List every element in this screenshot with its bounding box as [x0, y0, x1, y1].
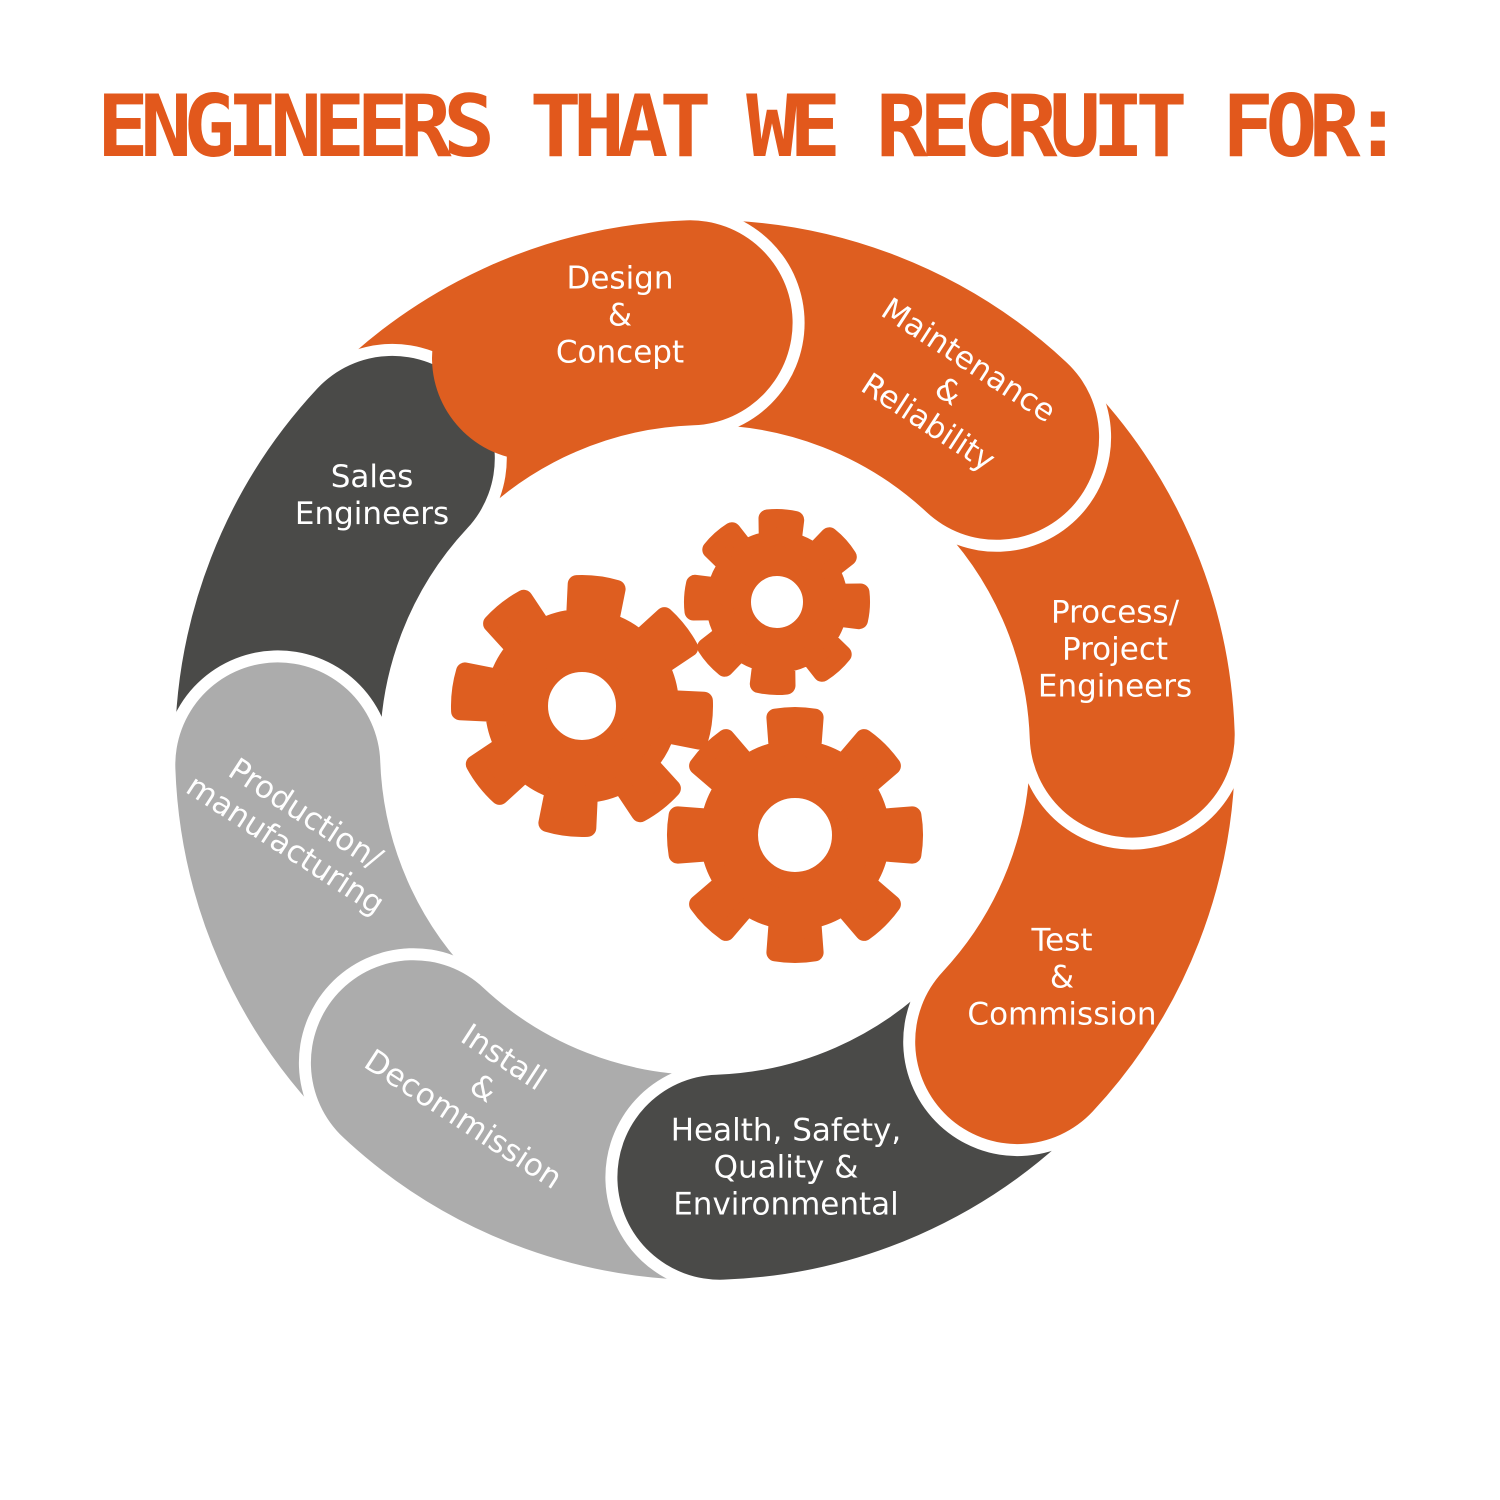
label-line: Environmental	[673, 1186, 899, 1223]
label-line: &	[607, 297, 633, 334]
label-line: Engineers	[1037, 668, 1193, 705]
label-line: Test	[1031, 922, 1093, 959]
segment-label-test-commission: Test & Commission	[967, 923, 1156, 1034]
label-line: Design	[566, 260, 674, 297]
segment-design-concept-shape	[432, 220, 793, 461]
label-line: Process/	[1050, 594, 1180, 631]
label-line: Sales	[330, 459, 414, 495]
segment-label-design-concept: Design & Concept	[556, 261, 684, 372]
label-line: Project	[1061, 631, 1169, 668]
label-line: Quality &	[713, 1149, 859, 1186]
segment-label-process-project-engineers: Process/ Project Engineers	[1038, 595, 1192, 706]
segment-label-sales-engineers: Sales Engineers	[295, 459, 449, 533]
segment-label-health-safety-quality-environmental: Health, Safety, Quality & Environmental	[671, 1113, 902, 1224]
gear-icon	[684, 509, 870, 695]
gear-icon	[451, 575, 713, 837]
label-line: Engineers	[294, 496, 450, 532]
label-line: &	[1049, 959, 1075, 996]
label-line: Concept	[555, 334, 685, 371]
label-line: Commission	[967, 996, 1157, 1033]
gear-icon	[667, 707, 923, 963]
label-line: Health, Safety,	[670, 1112, 902, 1149]
page-title: ENGINEERS THAT WE RECRUIT FOR:	[97, 77, 1404, 177]
